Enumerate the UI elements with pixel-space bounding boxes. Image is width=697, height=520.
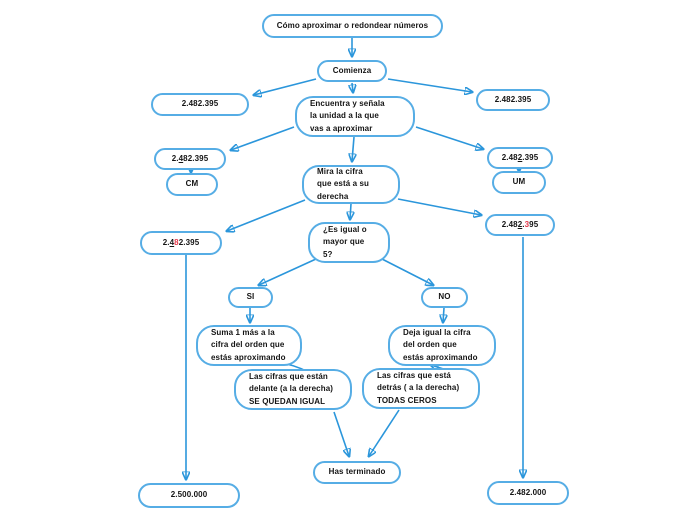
node-si-label: SI [246, 292, 255, 302]
node-encuentra[interactable]: Encuentra y señala la unidad a la que va… [295, 96, 415, 137]
node-has-terminado-label: Has terminado [328, 467, 386, 477]
node-number-red-right[interactable]: 2.482.395 [485, 214, 555, 236]
arrow-comienza-to-encuentra [352, 82, 353, 92]
node-result-left[interactable]: 2.500.000 [138, 483, 240, 508]
arrow-encuentra-to-num-um [415, 126, 483, 149]
node-result-left-label: 2.500.000 [170, 490, 208, 500]
node-comienza[interactable]: Comienza [317, 60, 387, 82]
node-number-top-right[interactable]: 2.482.395 [476, 89, 550, 111]
node-number-top-right-label: 2.482.395 [494, 94, 532, 104]
node-detras-label: Las cifras que está detrás ( a la derech… [377, 370, 460, 405]
arrow-mira-to-es-igual [350, 203, 351, 219]
node-delante-label: Las cifras que están delante (a la derec… [249, 371, 334, 406]
node-suma[interactable]: Suma 1 más a la cifra del orden que está… [196, 325, 302, 366]
arrow-es-igual-to-si [259, 258, 317, 285]
node-es-igual-label: ¿Es igual o mayor que 5? [323, 224, 367, 259]
node-mira-label: Mira la cifra que está a su derecha [317, 166, 369, 201]
node-title[interactable]: Cómo aproximar o redondear números [262, 14, 443, 38]
node-number-cm[interactable]: 2.482.395 [154, 148, 226, 170]
node-deja[interactable]: Deja igual la cifra del orden que estás … [388, 325, 496, 366]
node-mira[interactable]: Mira la cifra que está a su derecha [302, 165, 400, 204]
node-cm[interactable]: CM [166, 173, 218, 196]
arrow-es-igual-to-no [381, 258, 433, 285]
node-delante[interactable]: Las cifras que están delante (a la derec… [234, 369, 352, 410]
arrow-detras-to-has-terminado [369, 409, 400, 456]
node-number-cm-label: 2.482.395 [171, 153, 209, 163]
node-no-label: NO [438, 292, 451, 302]
arrow-comienza-to-num-top-left [254, 78, 317, 95]
node-um[interactable]: UM [492, 171, 546, 194]
node-comienza-label: Comienza [332, 65, 372, 75]
node-si[interactable]: SI [228, 287, 273, 308]
arrow-no-to-deja [443, 307, 444, 322]
arrow-mira-to-num-red-left [227, 199, 306, 231]
node-result-right-label: 2.482.000 [509, 487, 547, 497]
node-deja-label: Deja igual la cifra del orden que estás … [403, 327, 478, 362]
node-es-igual[interactable]: ¿Es igual o mayor que 5? [308, 222, 390, 263]
arrow-comienza-to-num-top-right [387, 78, 472, 92]
arrow-encuentra-to-mira [352, 136, 354, 161]
node-cm-label: CM [185, 179, 199, 189]
node-suma-label: Suma 1 más a la cifra del orden que está… [211, 327, 286, 362]
node-title-label: Cómo aproximar o redondear números [276, 20, 429, 30]
node-number-um-label: 2.482.395 [501, 152, 539, 162]
arrow-delante-to-has-terminado [333, 411, 349, 456]
node-has-terminado[interactable]: Has terminado [313, 461, 401, 484]
node-um-label: UM [512, 177, 526, 187]
node-number-top-left[interactable]: 2.482.395 [151, 93, 249, 116]
node-number-red-right-label: 2.482.395 [501, 219, 539, 229]
node-number-um[interactable]: 2.482.395 [487, 147, 553, 169]
node-no[interactable]: NO [421, 287, 468, 308]
node-number-top-left-label: 2.482.395 [181, 99, 219, 109]
node-number-red-left-label: 2.482.395 [162, 237, 200, 247]
node-result-right[interactable]: 2.482.000 [487, 481, 569, 505]
node-detras[interactable]: Las cifras que está detrás ( a la derech… [362, 368, 480, 409]
arrow-mira-to-num-red-right [397, 198, 481, 215]
node-encuentra-label: Encuentra y señala la unidad a la que va… [310, 98, 385, 133]
node-number-red-left[interactable]: 2.482.395 [140, 231, 222, 255]
arrow-encuentra-to-num-cm [231, 126, 295, 150]
